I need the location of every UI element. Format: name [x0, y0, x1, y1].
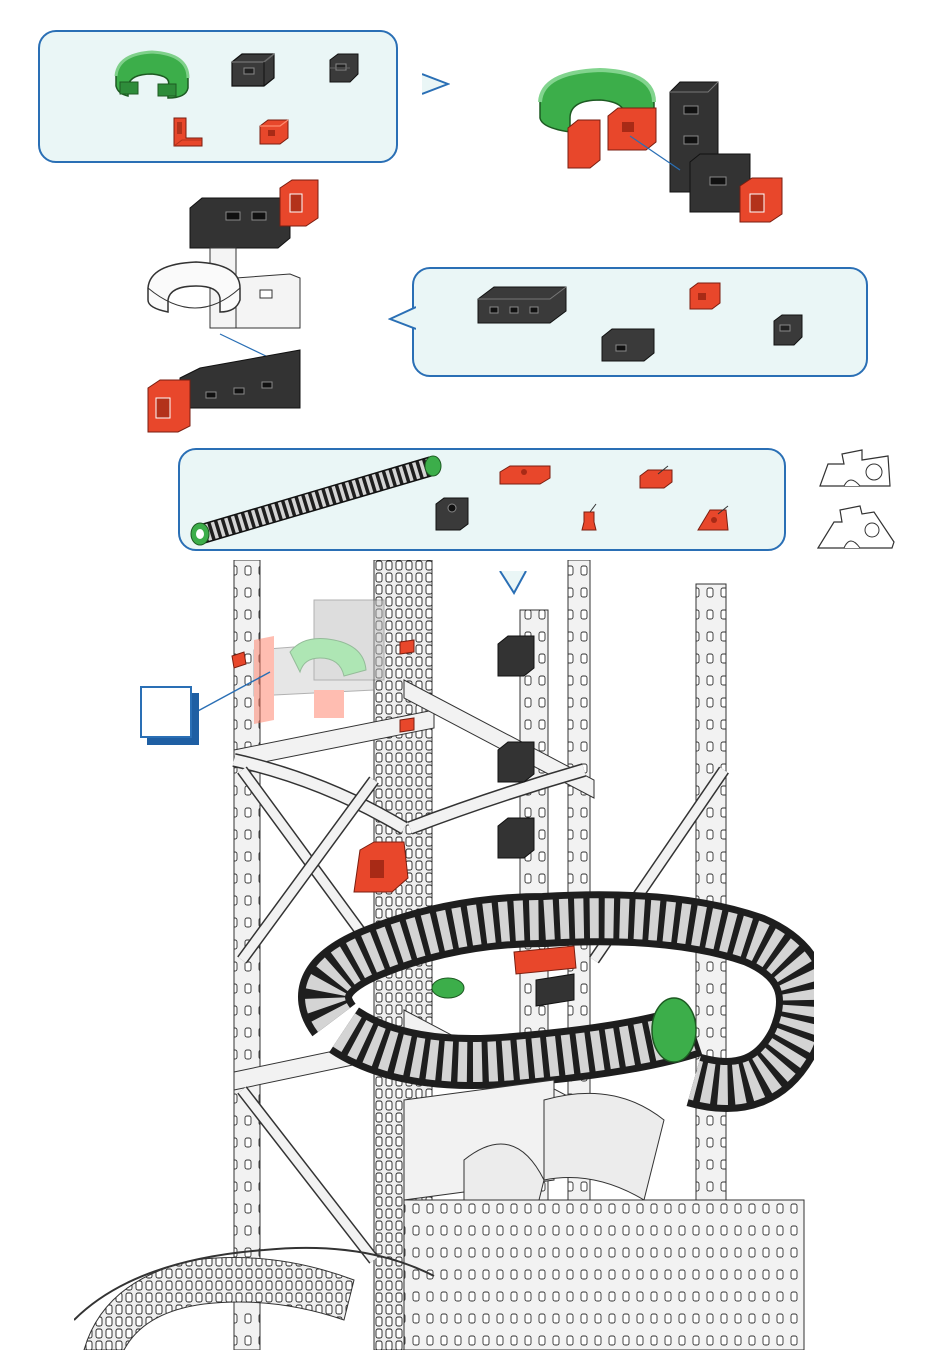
dark-square-block-part [434, 496, 470, 534]
parts-callout-1 [38, 30, 398, 163]
red-small-block-part-2 [686, 279, 724, 313]
main-tower-illustration [74, 560, 814, 1350]
red-flat-plate-part [496, 462, 554, 490]
red-angle-block-part [168, 114, 208, 150]
green-half-ring-part [108, 46, 194, 102]
puzzle-piece-icon [816, 442, 896, 492]
parts-callout-3 [178, 448, 786, 551]
step-number-box [140, 686, 192, 738]
dark-long-rail-part [474, 281, 570, 329]
assembly-illustration-2 [140, 178, 340, 433]
dark-small-block-part-2 [770, 313, 806, 349]
parts-callout-2 [412, 267, 868, 377]
red-peg-part [578, 502, 602, 532]
puzzle-piece-alt-icon [816, 498, 896, 554]
dark-small-block-part [326, 52, 362, 86]
assembly-illustration-1 [530, 62, 790, 232]
red-wedge-plate-part [636, 464, 676, 492]
dark-short-rail-part [598, 325, 658, 365]
spiral-hose-part [186, 454, 448, 546]
red-corner-block-part [694, 504, 734, 536]
red-small-block-part [256, 116, 292, 148]
dark-building-block-part [228, 50, 276, 90]
